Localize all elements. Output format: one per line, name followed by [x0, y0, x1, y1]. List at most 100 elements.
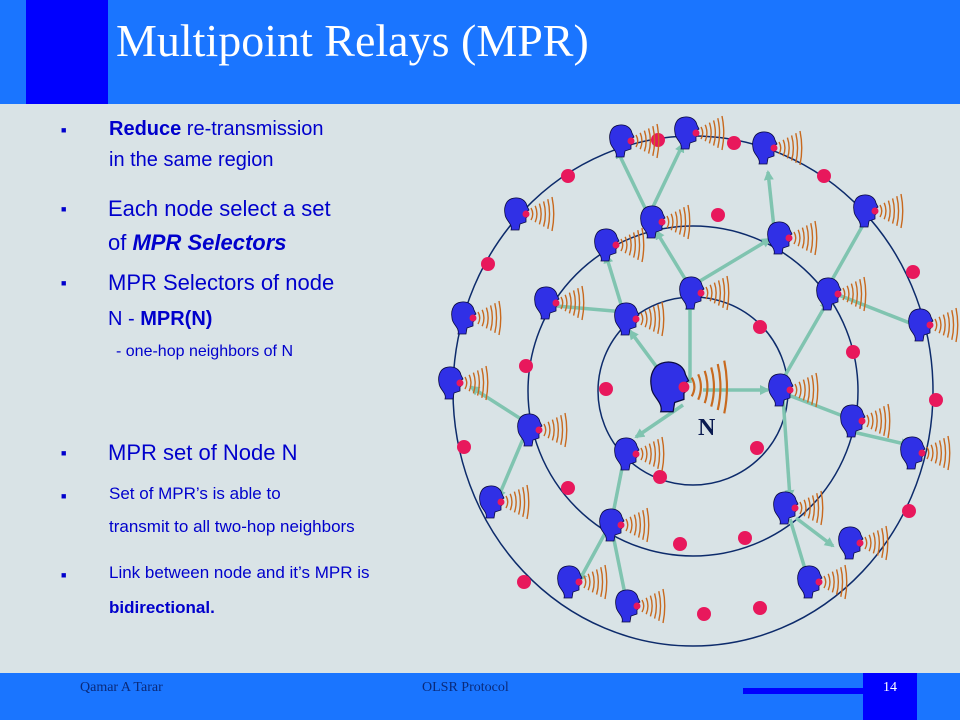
signal-wave-icon	[472, 372, 476, 394]
signal-wave-icon	[481, 368, 485, 398]
signal-wave-icon	[642, 510, 646, 540]
signal-wave-icon	[870, 412, 874, 430]
signal-wave-icon	[551, 196, 555, 232]
signal-wave-icon	[629, 516, 633, 534]
mpr-node-dot	[697, 289, 705, 297]
signal-wave-icon	[806, 377, 811, 403]
signal-wave-icon	[930, 444, 934, 462]
mpr-node-icon	[599, 507, 650, 543]
signal-wave-icon	[652, 441, 657, 467]
signal-wave-icon	[547, 421, 551, 439]
plain-node	[846, 345, 860, 359]
mpr-node-icon	[438, 365, 489, 401]
signal-wave-icon	[662, 588, 666, 624]
signal-wave-icon	[868, 534, 872, 552]
signal-wave-icon	[645, 597, 649, 615]
signal-wave-icon	[840, 567, 844, 597]
signal-wave-icon	[661, 436, 665, 472]
head-silhouette-icon	[840, 404, 866, 438]
signal-wave-icon	[637, 512, 642, 538]
signal-wave-icon	[879, 204, 883, 218]
head-silhouette-icon	[438, 366, 464, 400]
mpr-node-dot	[785, 234, 793, 242]
mpr-node-dot	[617, 521, 625, 529]
signal-wave-icon	[810, 223, 814, 253]
slide-title: Multipoint Relays (MPR)	[116, 15, 589, 66]
signal-wave-icon	[494, 303, 498, 333]
signal-wave-icon	[643, 130, 647, 152]
title-accent-square	[26, 0, 108, 104]
signal-wave-icon	[498, 300, 502, 336]
mpr-node-icon	[517, 412, 568, 448]
signal-wave-icon	[485, 307, 489, 329]
mpr-node-icon	[773, 490, 824, 526]
signal-wave-icon	[517, 489, 522, 515]
bullet-text: in the same region	[109, 149, 274, 172]
bullet-text-part: MPR Selectors of node	[108, 270, 335, 295]
signal-wave-icon	[844, 564, 848, 600]
signal-wave-icon	[489, 305, 494, 331]
head-silhouette-icon	[752, 131, 778, 165]
signal-wave-icon	[604, 564, 608, 600]
signal-wave-icon	[637, 230, 641, 260]
signal-wave-icon	[866, 414, 870, 428]
signal-wave-icon	[581, 285, 585, 321]
signal-wave-icon	[900, 193, 904, 229]
link-arrow	[543, 300, 626, 314]
mpr-node-icon	[504, 196, 555, 232]
signal-wave-icon	[799, 501, 803, 515]
signal-wave-icon	[807, 497, 811, 519]
bullet-marker: ■	[61, 125, 67, 135]
mpr-node-icon	[614, 301, 665, 337]
signal-wave-icon	[657, 304, 661, 334]
head-silhouette-icon	[900, 436, 926, 470]
signal-wave-icon	[658, 591, 662, 621]
signal-wave-icon	[591, 571, 595, 593]
signal-wave-icon	[934, 318, 938, 332]
signal-wave-icon	[805, 225, 810, 251]
signal-wave-icon	[625, 518, 629, 532]
signal-wave-icon	[778, 141, 782, 155]
mpr-node-icon	[594, 227, 645, 263]
signal-wave-icon	[505, 495, 509, 509]
signal-wave-icon	[885, 525, 889, 561]
signal-wave-icon	[700, 126, 704, 140]
signal-wave-icon	[640, 447, 644, 461]
signal-wave-icon	[896, 196, 900, 226]
head-silhouette-icon	[615, 589, 641, 623]
bullet-text-part: Link between node and it’s MPR is	[109, 563, 370, 582]
mpr-node-icon	[534, 285, 585, 321]
signal-wave-icon	[551, 419, 555, 441]
link-arrow	[763, 170, 776, 229]
signal-wave-icon	[951, 310, 955, 340]
signal-wave-icon	[666, 215, 670, 229]
mpr-node-dot	[871, 207, 879, 215]
bullet-text-part: MPR(N)	[140, 308, 213, 330]
link-arrow	[496, 438, 525, 500]
bullet-text-part: MPR Selectors	[132, 230, 287, 255]
mpr-node-icon	[767, 220, 818, 256]
head-silhouette-icon	[773, 491, 799, 525]
mpr-node-dot	[786, 386, 794, 394]
signal-wave-icon	[874, 410, 878, 432]
bullet-text: transmit to all two-hop neighbors	[109, 517, 355, 537]
footer-author: Qamar A Tarar	[80, 680, 163, 695]
signal-wave-icon	[717, 118, 721, 148]
head-silhouette-icon	[614, 437, 640, 471]
head-silhouette-icon	[609, 124, 635, 158]
mpr-node-dot	[552, 299, 560, 307]
signal-wave-icon	[564, 412, 568, 448]
plain-node	[457, 440, 471, 454]
signal-wave-icon	[795, 133, 799, 163]
head-silhouette-icon	[768, 373, 794, 407]
signal-wave-icon	[887, 200, 891, 222]
signal-wave-icon	[811, 375, 815, 405]
mpr-node-icon	[614, 436, 665, 472]
head-silhouette-icon	[517, 413, 543, 447]
signal-wave-icon	[938, 440, 943, 466]
signal-wave-icon	[522, 487, 526, 517]
bullet-text-part: of	[108, 230, 133, 255]
mpr-node-icon	[838, 525, 889, 561]
ring-2	[527, 225, 859, 557]
